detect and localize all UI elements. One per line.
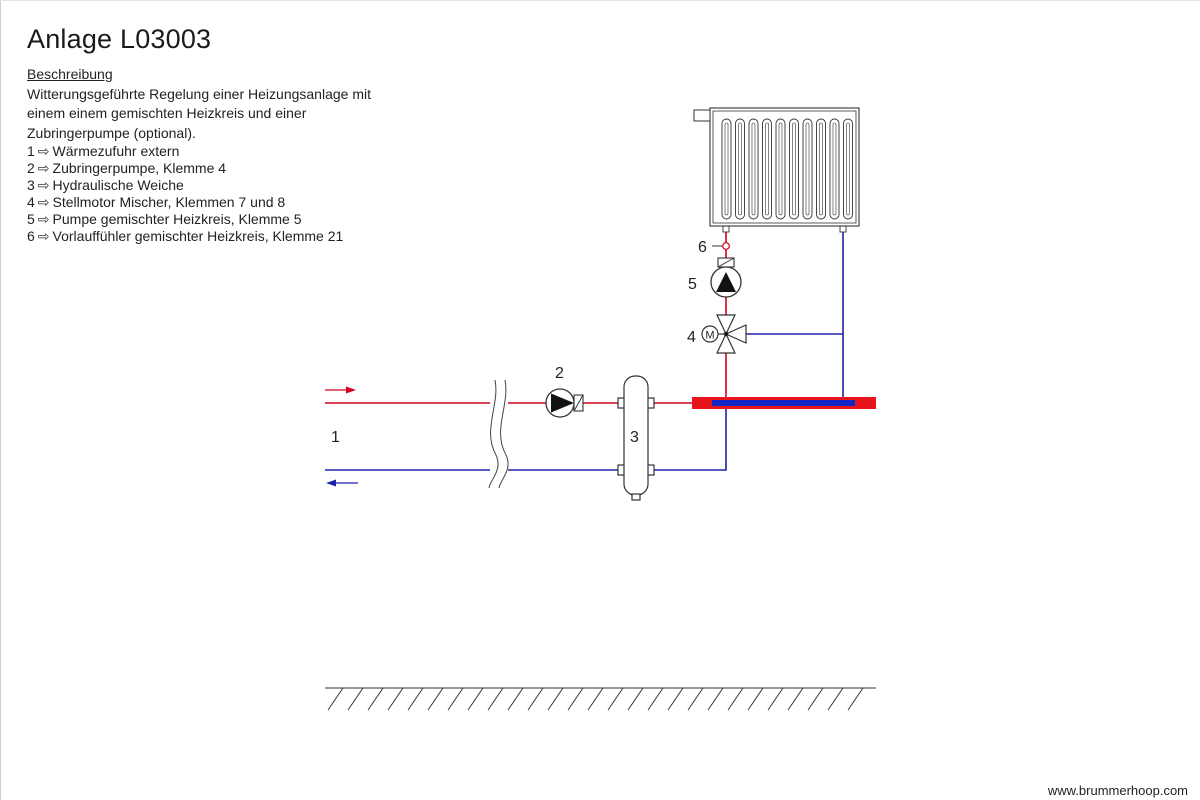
radiator-fin-inner	[724, 122, 850, 216]
external-heat-label: 1	[331, 429, 340, 446]
legend-item-text: Zubringerpumpe, Klemme 4	[52, 160, 227, 176]
flow-sensor-label: 6	[698, 239, 707, 256]
legend-item-number: 5	[27, 211, 35, 227]
switch-drain	[631, 493, 641, 501]
page-title: Anlage L03003	[27, 24, 212, 54]
arrow-right-icon: ⇨	[37, 177, 50, 193]
feed-pump-label: 2	[555, 365, 564, 382]
legend-item: 4⇨Stellmotor Mischer, Klemmen 7 und 8	[27, 194, 387, 211]
radiator-connector	[839, 225, 847, 233]
sensor-icon	[722, 242, 730, 250]
mixer-valve	[701, 314, 747, 354]
legend-item-text: Vorlauffühler gemischter Heizkreis, Klem…	[52, 228, 344, 244]
legend-item: 2⇨Zubringerpumpe, Klemme 4	[27, 160, 387, 177]
radiator-fins	[721, 118, 853, 220]
mixer-motor-symbol: M	[705, 330, 714, 342]
flow-arrow-supply	[325, 386, 356, 394]
radiator	[693, 107, 860, 233]
circuit-pump-label: 5	[688, 276, 697, 293]
legend-item: 1⇨Wärmezufuhr extern	[27, 143, 387, 160]
description-text: Witterungsgeführte Regelung einer Heizun…	[27, 85, 371, 141]
description-heading: Beschreibung	[27, 66, 113, 82]
legend-item-number: 6	[27, 228, 35, 244]
legend-item-text: Stellmotor Mischer, Klemmen 7 und 8	[52, 194, 286, 210]
footer-website: www.brummerhoop.com	[1047, 783, 1188, 798]
supply-pipes	[325, 232, 727, 404]
arrow-right-icon: ⇨	[37, 143, 50, 159]
valve-body-side	[724, 324, 747, 344]
feed-pump	[545, 388, 584, 418]
legend-item: 6⇨Vorlauffühler gemischter Heizkreis, Kl…	[27, 228, 387, 245]
distribution-manifold	[692, 397, 876, 409]
flow-sensor	[712, 242, 730, 250]
legend-item-number: 3	[27, 177, 35, 193]
return-pipe-switch-to-manifold	[654, 409, 727, 471]
legend-item-number: 1	[27, 143, 35, 159]
legend-item-text: Wärmezufuhr extern	[52, 143, 180, 159]
valve-body-bottom	[716, 332, 736, 354]
legend-item: 5⇨Pumpe gemischter Heizkreis, Klemme 5	[27, 211, 387, 228]
legend-item-number: 4	[27, 194, 35, 210]
radiator-frame-inner	[712, 110, 857, 224]
radiator-connector	[722, 225, 730, 233]
hydraulic-switch	[617, 375, 655, 501]
pipe-break-symbol	[488, 379, 509, 489]
legend-list: 1⇨Wärmezufuhr extern 2⇨Zubringerpumpe, K…	[27, 143, 387, 245]
description-block: Beschreibung Witterungsgeführte Regelung…	[27, 65, 387, 245]
arrow-right-icon: ⇨	[37, 228, 50, 244]
page-border-top	[0, 0, 1200, 1]
valve-body-top	[716, 314, 736, 336]
ground-symbol	[325, 687, 876, 711]
manifold-supply-bar-inner	[712, 397, 855, 400]
radiator-frame-outer	[709, 107, 860, 227]
legend-item-text: Pumpe gemischter Heizkreis, Klemme 5	[52, 211, 302, 227]
mixer-motor-label: 4	[687, 329, 696, 346]
hydraulic-switch-label: 3	[630, 429, 639, 446]
arrow-right-icon: ⇨	[37, 211, 50, 227]
arrow-right-icon: ⇨	[37, 160, 50, 176]
return-pipes	[325, 232, 844, 471]
manifold-return-bar	[712, 400, 855, 406]
legend-item-text: Hydraulische Weiche	[52, 177, 184, 193]
arrow-right-icon: ⇨	[37, 194, 50, 210]
radiator-valve-head	[693, 109, 711, 122]
legend-item-number: 2	[27, 160, 35, 176]
legend-item: 3⇨Hydraulische Weiche	[27, 177, 387, 194]
circuit-pump	[710, 257, 742, 298]
page-border-left	[0, 0, 1, 800]
flow-arrow-return	[326, 479, 358, 487]
motor-icon	[701, 325, 719, 343]
